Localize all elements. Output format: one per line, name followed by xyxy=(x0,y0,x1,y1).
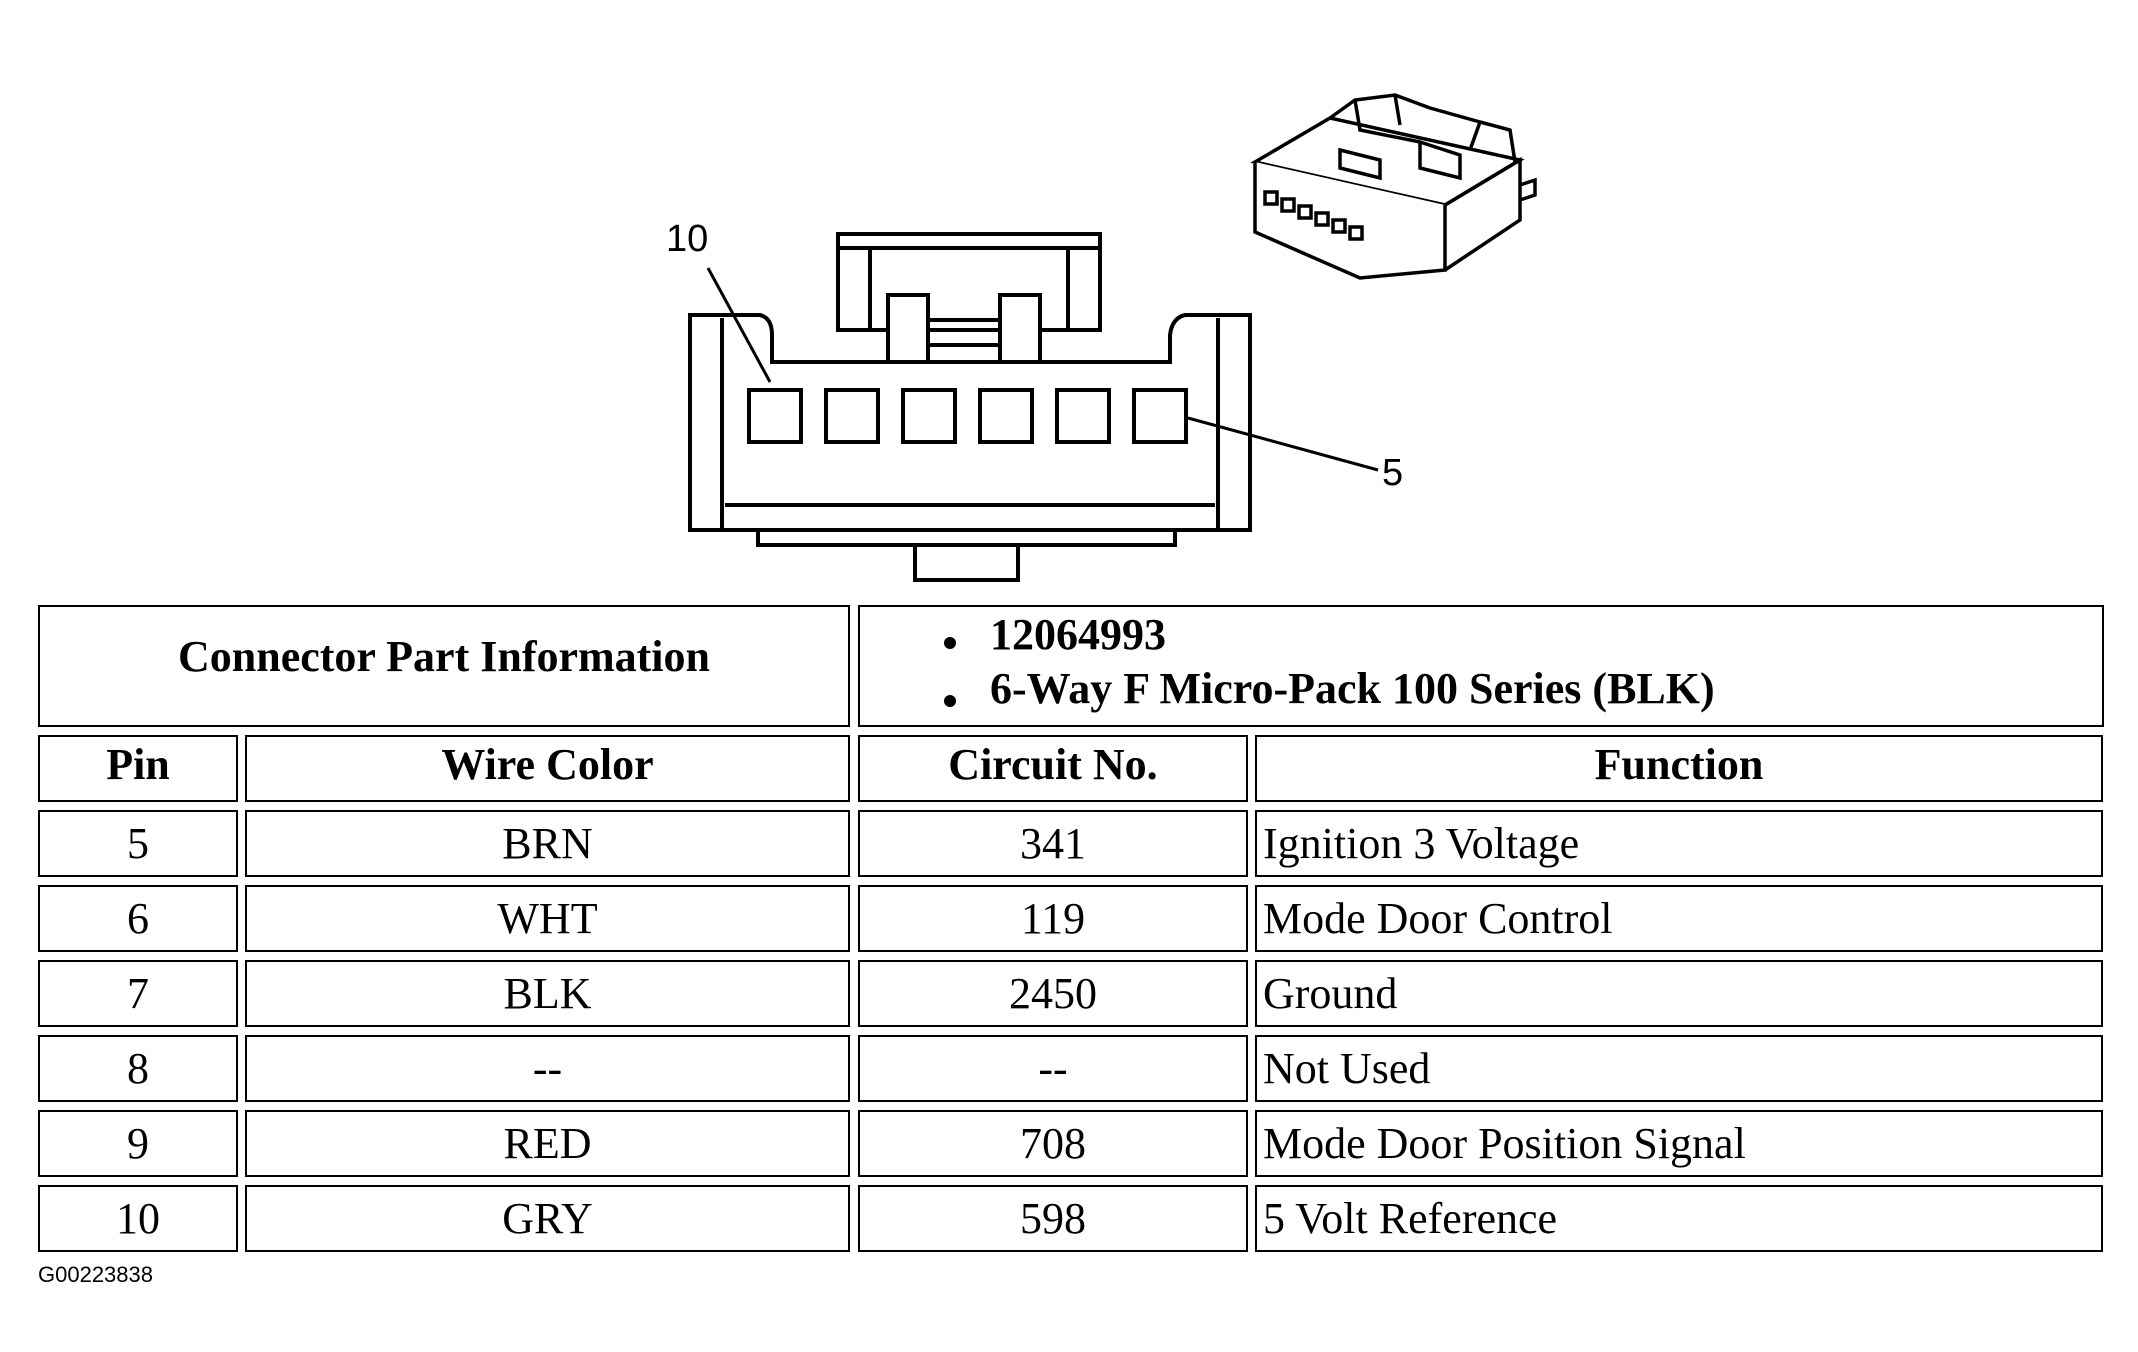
part-number: 12064993 xyxy=(990,610,1166,659)
table-row-pin: 6 xyxy=(38,885,238,952)
table-row-function: Ignition 3 Voltage xyxy=(1255,810,2103,877)
table-row-pin: 7 xyxy=(38,960,238,1027)
header-function: Function xyxy=(1255,735,2103,802)
connector-diagram xyxy=(688,93,1537,582)
header-circuit-no: Circuit No. xyxy=(858,735,1248,802)
part-info-values-cell: 12064993 6-Way F Micro-Pack 100 Series (… xyxy=(858,605,2104,727)
bullet-icon xyxy=(944,637,956,649)
header-pin: Pin xyxy=(38,735,238,802)
table-row-circuit: 119 xyxy=(858,885,1248,952)
table-row-circuit: 341 xyxy=(858,810,1248,877)
table-row-pin: 8 xyxy=(38,1035,238,1102)
connector-3d-view xyxy=(1250,93,1537,280)
part-info-label-cell: Connector Part Information xyxy=(38,605,850,727)
table-row-function: Not Used xyxy=(1255,1035,2103,1102)
table-row-wire-color: GRY xyxy=(245,1185,850,1252)
table-row-circuit: 708 xyxy=(858,1110,1248,1177)
header-wire-color: Wire Color xyxy=(245,735,850,802)
part-description: 6-Way F Micro-Pack 100 Series (BLK) xyxy=(990,664,1715,713)
pin-label-5: 5 xyxy=(1382,452,1404,494)
table-row-function: 5 Volt Reference xyxy=(1255,1185,2103,1252)
connector-front-view xyxy=(688,232,1379,582)
table-row-function: Ground xyxy=(1255,960,2103,1027)
part-info-label: Connector Part Information xyxy=(178,632,710,681)
table-row-circuit: -- xyxy=(858,1035,1248,1102)
table-row-pin: 9 xyxy=(38,1110,238,1177)
figure-code: G00223838 xyxy=(38,1262,153,1287)
bullet-icon xyxy=(944,695,956,707)
table-row-circuit: 2450 xyxy=(858,960,1248,1027)
table-row-wire-color: BLK xyxy=(245,960,850,1027)
pin-label-10: 10 xyxy=(666,218,709,260)
table-row-wire-color: WHT xyxy=(245,885,850,952)
table-row-function: Mode Door Control xyxy=(1255,885,2103,952)
table-row-function: Mode Door Position Signal xyxy=(1255,1110,2103,1177)
table-row-pin: 5 xyxy=(38,810,238,877)
table-row-circuit: 598 xyxy=(858,1185,1248,1252)
table-row-wire-color: RED xyxy=(245,1110,850,1177)
table-row-wire-color: -- xyxy=(245,1035,850,1102)
table-row-pin: 10 xyxy=(38,1185,238,1252)
table-row-wire-color: BRN xyxy=(245,810,850,877)
